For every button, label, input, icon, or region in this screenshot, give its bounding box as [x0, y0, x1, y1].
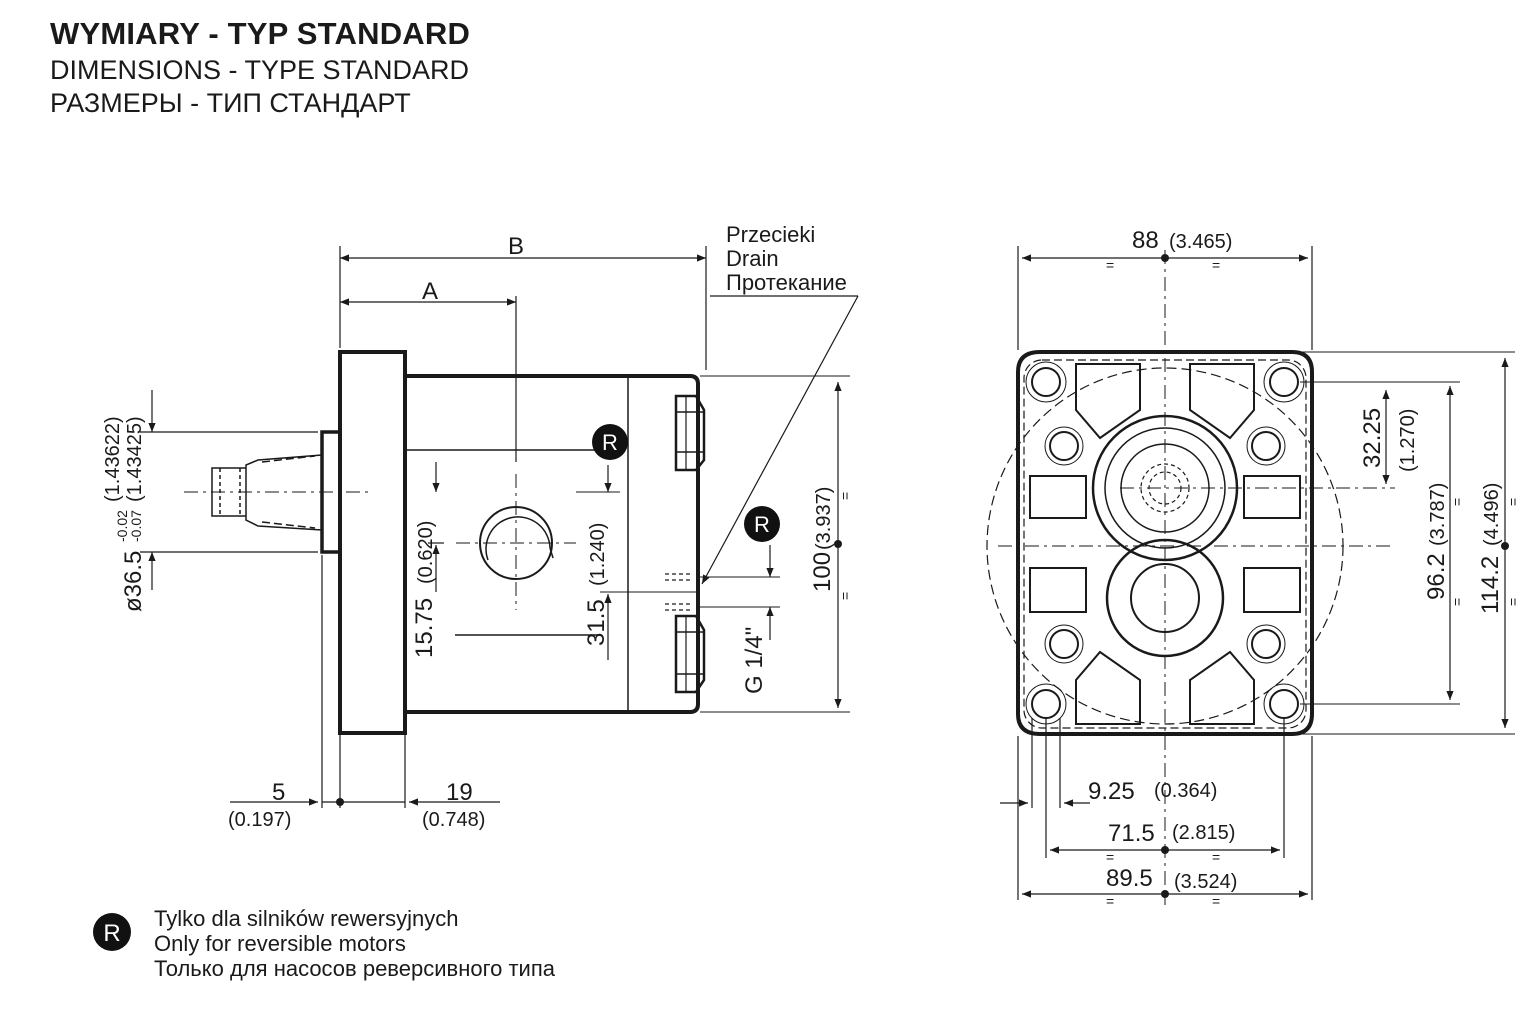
title-russian: РАЗМЕРЫ - ТИП СТАНДАРТ [50, 88, 411, 118]
dim-a-label: A [422, 278, 438, 305]
drain-plug-upper [674, 394, 706, 472]
dim-88-inch: (3.465) [1169, 231, 1232, 253]
svg-text:31.5: 31.5 [583, 599, 610, 646]
dim-71-5-inch: (2.815) [1172, 822, 1235, 844]
dim-19-label: 19 [446, 779, 473, 806]
dim-114-2: 114.2 (4.496) [1477, 483, 1504, 614]
drain-label-pl: Przecieki [726, 222, 815, 247]
dim-100: 100 (3.937) [809, 487, 836, 592]
dim-31-5: 31.5 (1.240) [583, 523, 610, 646]
svg-text:(1.270): (1.270) [1397, 409, 1419, 472]
svg-text:-0.07: -0.07 [128, 510, 144, 542]
dim-96-2: 96.2 (3.787) [1423, 483, 1450, 600]
dim-19-inch: (0.748) [422, 809, 485, 831]
symmetry-mark: = [1106, 893, 1114, 909]
svg-text:R: R [754, 512, 770, 537]
mounting-flange [338, 350, 407, 735]
svg-text:G 1/4": G 1/4" [741, 627, 768, 694]
front-view [986, 246, 1515, 905]
dim-5-inch: (0.197) [228, 809, 291, 831]
svg-text:(1.43622): (1.43622) [102, 416, 124, 502]
dim-5-label: 5 [272, 779, 285, 806]
bolt-hole [1031, 367, 1061, 397]
dim-89-5-label: 89.5 [1106, 865, 1153, 892]
dim-71-5-label: 71.5 [1108, 820, 1155, 847]
dim-9-25-label: 9.25 [1088, 778, 1135, 805]
legend-marker: R [93, 913, 131, 951]
title-polish: WYMIARY - TYP STANDARD [50, 16, 471, 51]
symmetry-mark: = [1106, 849, 1114, 865]
drain-label-ru: Протекание [726, 270, 847, 295]
dim-b-label: B [508, 233, 524, 260]
reversible-marker-2: R [744, 506, 780, 542]
dim-port-g14: G 1/4" [741, 627, 768, 694]
svg-text:R: R [602, 430, 618, 455]
front-flange-outline [1016, 350, 1314, 736]
legend-line-ru: Только для насосов реверсивного типа [154, 956, 556, 981]
legend-line-en: Only for reversible motors [154, 931, 406, 956]
svg-text:100: 100 [809, 552, 836, 592]
svg-text:-0.02: -0.02 [114, 510, 130, 542]
symmetry-mark: = [1212, 893, 1220, 909]
dim-88-label: 88 [1132, 227, 1159, 254]
svg-text:(1.240): (1.240) [587, 523, 609, 586]
symmetry-mark: = [837, 492, 853, 500]
bolt-hole [1269, 689, 1299, 719]
symmetry-mark: = [1212, 257, 1220, 273]
symmetry-mark: = [1449, 498, 1465, 506]
title-english: DIMENSIONS - TYPE STANDARD [50, 55, 470, 85]
dim-32-25: 32.25 [1359, 408, 1386, 468]
symmetry-mark: = [837, 592, 853, 600]
dim-89-5-inch: (3.524) [1174, 871, 1237, 893]
svg-text:96.2: 96.2 [1423, 553, 1450, 600]
dim-9-25-inch: (0.364) [1154, 780, 1217, 802]
shaft-diameter-dim: ø36.5 -0.02 -0.07 (1.43622) (1.43425) [102, 416, 147, 612]
pump-body [405, 374, 700, 714]
symmetry-mark: = [1212, 849, 1220, 865]
side-view [140, 246, 859, 808]
drain-label-en: Drain [726, 246, 779, 271]
symmetry-mark: = [1505, 598, 1521, 606]
legend-line-pl: Tylko dla silników rewersyjnych [154, 906, 458, 931]
symmetry-mark: = [1449, 598, 1465, 606]
svg-text:(3.937): (3.937) [813, 487, 835, 550]
bolt-hole [1031, 689, 1061, 719]
svg-text:ø36.5: ø36.5 [120, 551, 147, 612]
svg-text:15.75: 15.75 [411, 598, 438, 658]
dim-15-75: 15.75 (0.620) [411, 521, 438, 658]
svg-text:(3.787): (3.787) [1427, 483, 1449, 546]
svg-text:114.2: 114.2 [1477, 556, 1504, 614]
svg-text:R: R [103, 920, 120, 947]
bolt-hole [1269, 367, 1299, 397]
svg-text:(0.620): (0.620) [415, 521, 437, 584]
svg-text:(1.43425): (1.43425) [124, 416, 146, 502]
svg-text:(4.496): (4.496) [1481, 483, 1503, 546]
svg-text:32.25: 32.25 [1359, 408, 1386, 468]
symmetry-mark: = [1505, 498, 1521, 506]
reversible-marker-1: R [592, 424, 628, 460]
symmetry-mark: = [1106, 257, 1114, 273]
drain-plug-lower [674, 614, 706, 694]
dim-32-25-inch: (1.270) [1397, 409, 1419, 472]
